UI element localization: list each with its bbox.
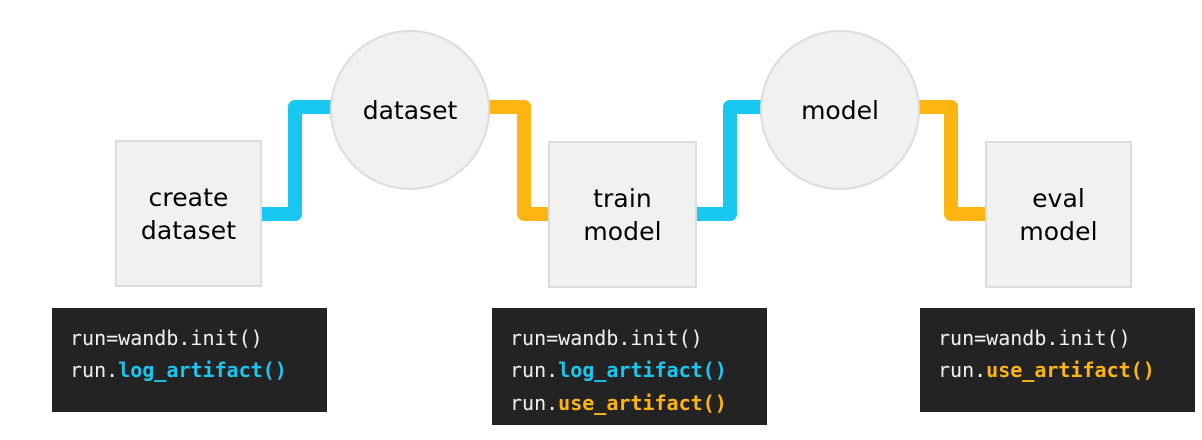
code-token-plain: run. — [510, 390, 559, 415]
code-token-plain: run=wandb.init() — [70, 326, 263, 350]
code-token-amber: use_artifact() — [986, 358, 1155, 383]
node-label-line1: eval — [1032, 183, 1085, 213]
node-label: dataset — [362, 95, 458, 125]
code-token-cyan: log_artifact() — [118, 358, 287, 383]
connector-train-model-to-model — [685, 100, 773, 221]
node-label-line1: create — [148, 182, 229, 212]
code-line: run.log_artifact() — [70, 354, 309, 386]
code-token-plain: run. — [510, 358, 559, 383]
node-label-line1: train — [593, 183, 652, 213]
code-line: run.use_artifact() — [938, 354, 1177, 386]
node-label-line2: model — [583, 216, 662, 246]
node-model[interactable]: model — [760, 30, 920, 190]
node-label-line2: model — [1019, 216, 1098, 246]
code-token-cyan: log_artifact() — [558, 358, 727, 383]
code-line: run=wandb.init() — [510, 322, 749, 354]
code-line: run.log_artifact() — [510, 354, 749, 386]
code-token-plain: run. — [938, 358, 987, 383]
code-create-dataset: run=wandb.init() run.log_artifact() — [52, 308, 327, 412]
connector-create-dataset-to-dataset — [251, 100, 343, 221]
code-token-plain: run=wandb.init() — [510, 326, 703, 350]
code-line: run=wandb.init() — [70, 322, 309, 354]
code-token-amber: use_artifact() — [558, 390, 727, 415]
node-label-line2: dataset — [140, 215, 237, 245]
code-train-model: run=wandb.init()run.log_artifact()run.us… — [492, 308, 767, 425]
connector-dataset-to-train-model — [477, 100, 563, 221]
code-line: run=wandb.init() — [938, 322, 1177, 354]
code-token-plain: run=wandb.init() — [938, 326, 1131, 350]
code-eval-model: run=wandb.init() run.use_artifact() — [920, 308, 1195, 412]
node-dataset[interactable]: dataset — [330, 30, 490, 190]
code-token-plain: run. — [70, 358, 119, 383]
node-label: model — [801, 95, 879, 125]
code-line: run.use_artifact() — [510, 387, 749, 419]
connector-model-to-eval-model — [907, 100, 999, 221]
